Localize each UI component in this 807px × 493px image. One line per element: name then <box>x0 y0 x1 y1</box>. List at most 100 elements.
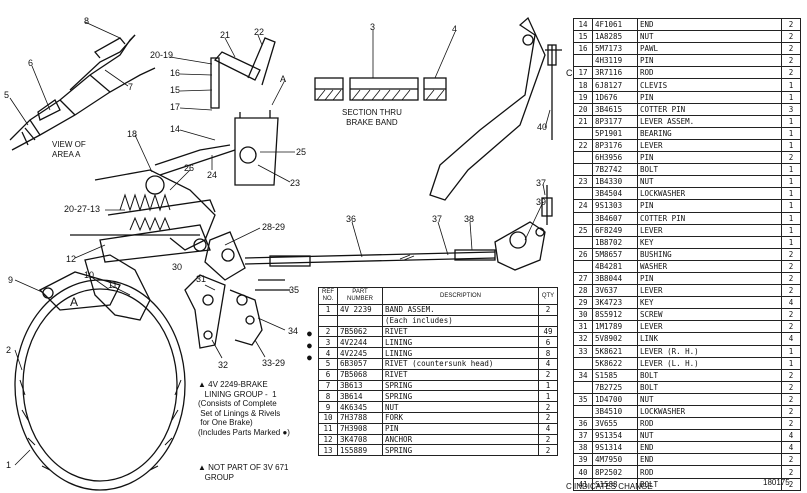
parts-cell-ref: 38 <box>573 441 593 455</box>
parts-cell-ref: 6 <box>318 368 338 381</box>
callout-7: 7 <box>128 82 133 92</box>
parts-cell-desc: SPRING <box>382 390 539 403</box>
parts-cell-pn: 1B8702 <box>592 235 638 249</box>
parts-cell-desc: LOCKWASHER <box>637 404 782 419</box>
parts-cell-qty: 1 <box>781 126 801 140</box>
parts-cell-pn: 3B614 <box>337 390 383 403</box>
parts-cell-desc: BAND ASSEM. <box>382 304 539 316</box>
parts-cell-desc: SPRING <box>382 444 539 457</box>
parts-cell-desc: END <box>637 453 782 467</box>
parts-cell-pn: 4B4281 <box>592 259 638 273</box>
parts-cell-ref: 5 <box>318 357 338 370</box>
parts-cell-ref: 23 <box>573 175 593 189</box>
parts-cell-desc: FORK <box>382 411 539 424</box>
parts-cell-qty: 6 <box>538 336 558 349</box>
callout-17: 17 <box>170 102 180 112</box>
parts-cell-desc: END <box>637 17 782 32</box>
parts-cell-desc: SCREW <box>637 308 782 322</box>
parts-cell-ref: 1 <box>318 304 338 316</box>
control-rods <box>204 231 496 281</box>
parts-cell-qty: 2 <box>538 368 558 381</box>
brake-band-drum <box>14 271 186 491</box>
col-ref: REF NO. <box>318 287 338 305</box>
callout-18: 16 <box>170 68 180 78</box>
parts-cell-pn: 5M8657 <box>592 247 638 261</box>
parts-cell-pn: 3B8044 <box>592 271 638 286</box>
parts-cell-desc: ROD <box>637 417 782 431</box>
callout-33-29: 33-29 <box>262 358 285 368</box>
parts-cell-ref: 30 <box>573 308 593 322</box>
parts-cell-pn: 8P3176 <box>592 138 638 153</box>
section-label: SECTION THRU BRAKE BAND <box>342 108 402 127</box>
parts-cell-ref: 21 <box>573 114 593 128</box>
parts-cell-desc: PIN <box>637 151 782 165</box>
parts-cell-desc: PIN <box>637 199 782 213</box>
parts-cell-desc: NUT <box>637 30 782 44</box>
parts-cell-pn: 5V8902 <box>592 332 638 346</box>
lining-group-note: ▲ 4V 2249-BRAKE LINING GROUP - 1 (Consis… <box>198 380 290 437</box>
parts-cell-ref: 40 <box>573 465 593 479</box>
parts-cell-ref: 9 <box>318 401 338 413</box>
callout-14: 14 <box>170 124 180 134</box>
parts-cell-pn: 3R7116 <box>592 66 638 80</box>
parts-cell-desc: ROD <box>637 66 782 80</box>
callout-1: 1 <box>6 460 11 470</box>
main-mechanism <box>70 144 236 321</box>
parts-cell-desc: BOLT <box>637 368 782 382</box>
parts-cell-qty: 2 <box>781 453 801 467</box>
parts-cell-ref: 39 <box>573 453 593 467</box>
view-label: VIEW OF AREA A <box>52 140 86 159</box>
parts-cell-pn: 5M7173 <box>592 42 638 56</box>
parts-cell-pn: 3B4607 <box>592 211 638 225</box>
parts-cell-qty: 2 <box>781 320 801 334</box>
callout-15: 15 <box>170 85 180 95</box>
parts-cell-ref <box>573 126 593 140</box>
figure-number: 180175 <box>763 478 790 487</box>
callout-41: A <box>280 74 286 84</box>
parts-cell-desc: LOCKWASHER <box>637 187 782 201</box>
callout-10: 10 <box>84 270 94 280</box>
callout-34: 34 <box>288 326 298 336</box>
parts-cell-pn: 1B4330 <box>592 175 638 189</box>
parts-cell-desc: COTTER PIN <box>637 102 782 116</box>
callout-23: 23 <box>290 178 300 188</box>
parts-cell-qty: 2 <box>781 30 801 44</box>
callout-12: 12 <box>66 254 76 264</box>
lower-linkage <box>184 274 290 349</box>
parts-cell-ref: 34 <box>573 368 593 382</box>
view-area-a-illustration <box>9 34 156 151</box>
parts-cell-desc: LEVER <box>637 223 782 237</box>
parts-cell-pn: 6F8249 <box>592 223 638 237</box>
parts-cell-pn: 4K6345 <box>337 401 383 413</box>
parts-cell-ref <box>573 54 593 68</box>
parts-cell-ref: 25 <box>573 223 593 237</box>
parts-cell-desc: NUT <box>382 401 539 413</box>
parts-cell-ref: 8 <box>318 390 338 403</box>
parts-cell-qty: 2 <box>781 477 801 491</box>
parts-cell-ref: 4 <box>318 347 338 359</box>
parts-cell-ref: 2 <box>318 325 338 338</box>
parts-cell-ref <box>318 314 338 327</box>
parts-cell-desc: LEVER <box>637 284 782 298</box>
parts-cell-qty <box>538 314 558 327</box>
parts-cell-qty: 4 <box>781 429 801 443</box>
